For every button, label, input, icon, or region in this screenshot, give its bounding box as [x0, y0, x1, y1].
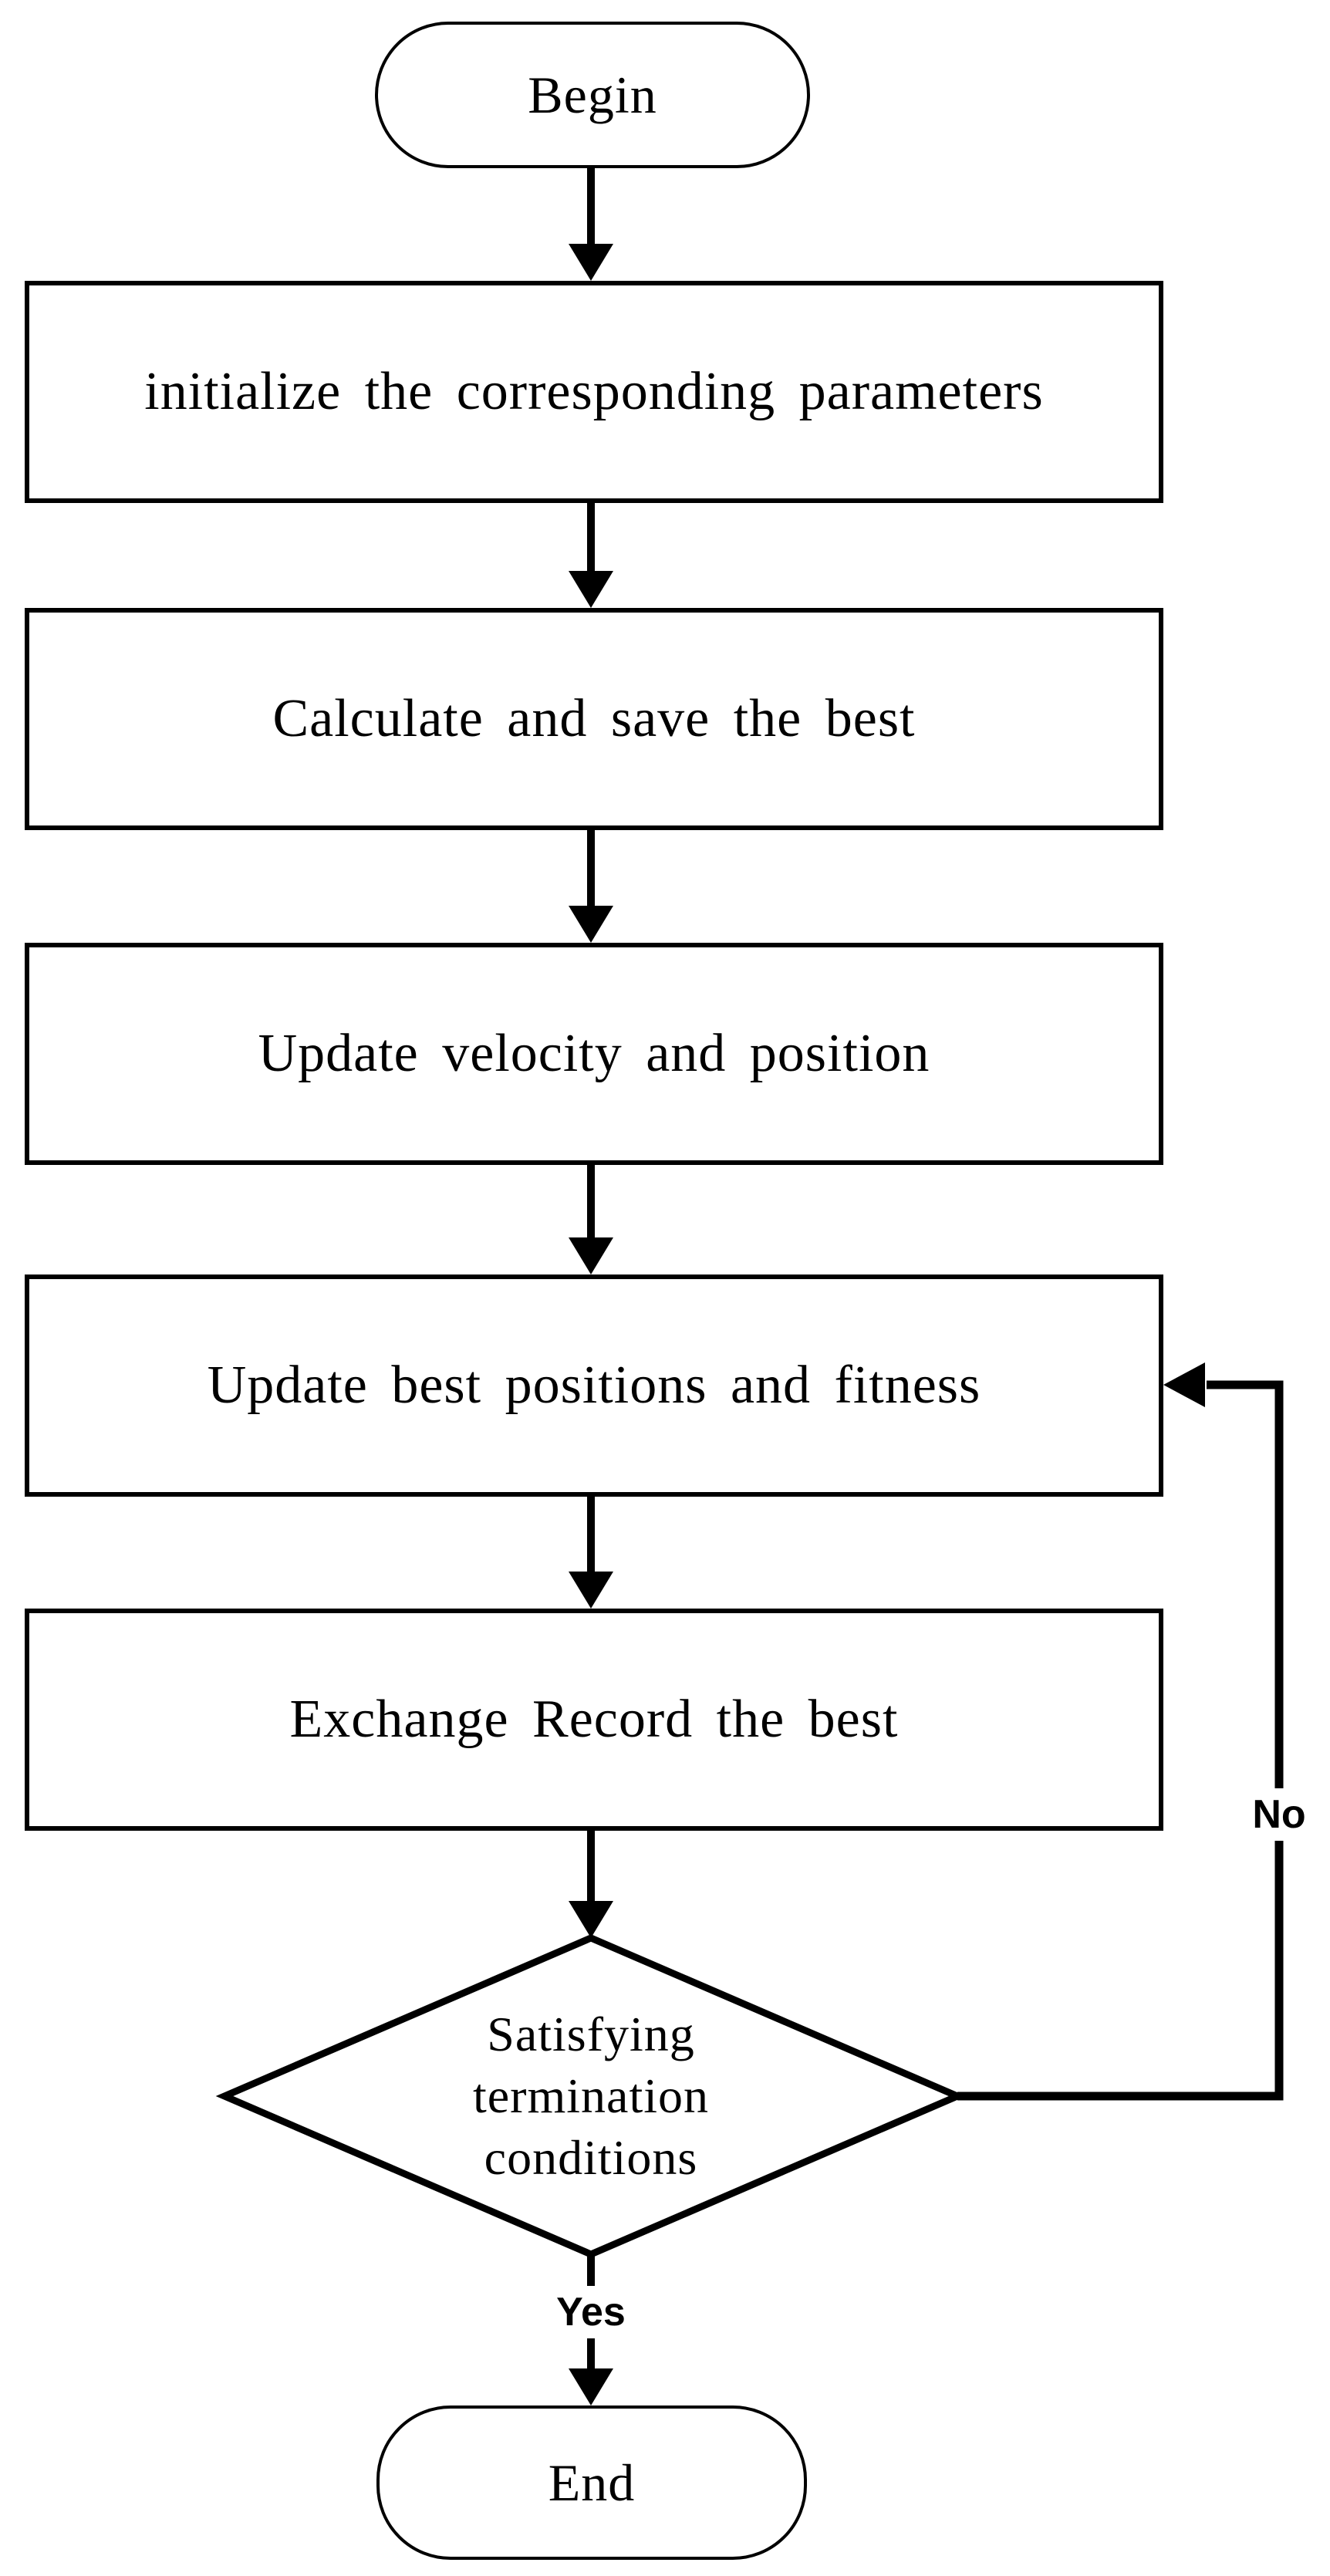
termination-check-line-1: Satisfying [487, 2007, 695, 2061]
edge-begin-to-init [569, 168, 613, 281]
edge-init-to-calculate [569, 503, 613, 608]
edge-decision-to-update-best-no [957, 1362, 1284, 2101]
node-calculate-save-best-label: Calculate and save the best [272, 689, 916, 748]
node-end: End [376, 2406, 807, 2560]
termination-check-line-3: conditions [484, 2130, 698, 2185]
node-termination-check-label: Satisfying termination conditions [321, 2004, 861, 2189]
node-update-velocity-position: Update velocity and position [25, 943, 1163, 1165]
edge-update-velocity-to-update-best [569, 1165, 613, 1274]
node-initialize-parameters-label: initialize the corresponding parameters [144, 362, 1044, 421]
node-begin: Begin [375, 22, 810, 168]
edge-exchange-to-decision [569, 1831, 613, 1938]
node-exchange-record-best-label: Exchange Record the best [289, 1690, 899, 1749]
edge-label-no: No [1244, 1788, 1314, 1841]
edge-calculate-to-update-velocity [569, 830, 613, 943]
node-initialize-parameters: initialize the corresponding parameters [25, 281, 1163, 503]
node-update-best-positions-fitness-label: Update best positions and fitness [207, 1356, 981, 1415]
edge-label-yes: Yes [549, 2286, 633, 2338]
node-end-label: End [548, 2453, 636, 2512]
node-calculate-save-best: Calculate and save the best [25, 608, 1163, 830]
node-begin-label: Begin [528, 65, 657, 124]
node-exchange-record-best: Exchange Record the best [25, 1609, 1163, 1831]
node-update-velocity-position-label: Update velocity and position [258, 1024, 930, 1083]
node-update-best-positions-fitness: Update best positions and fitness [25, 1274, 1163, 1497]
termination-check-line-2: termination [472, 2068, 710, 2123]
edge-update-best-to-exchange [569, 1497, 613, 1609]
